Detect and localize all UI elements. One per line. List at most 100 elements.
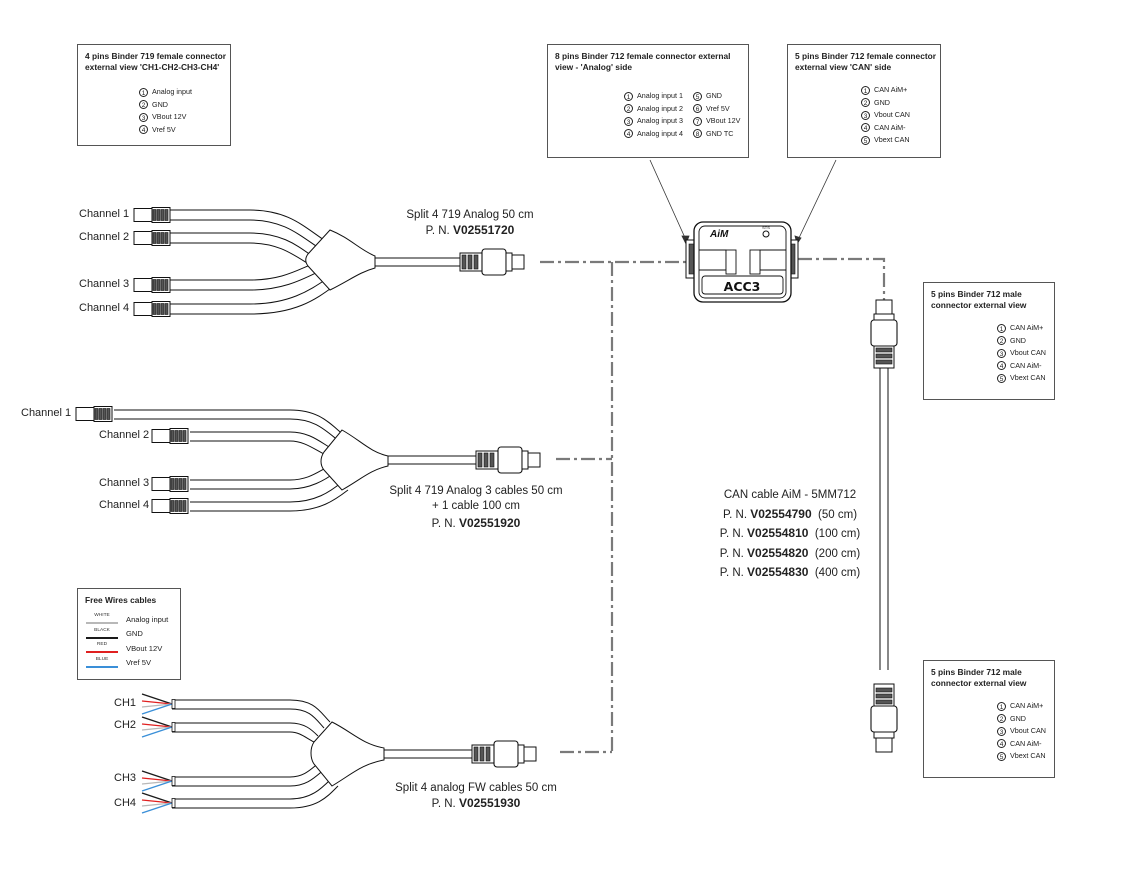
callout-binder719-female: 4 pins Binder 719 female connector exter… [77, 44, 231, 146]
caption-split-analog-3plus1: Split 4 719 Analog 3 cables 50 cm + 1 ca… [376, 484, 576, 532]
label-ch3: CH3 [114, 772, 137, 784]
pin-label: Vbext CAN [874, 135, 910, 144]
plug-split-analog [459, 248, 525, 276]
wire-color-line [86, 636, 118, 639]
part-number-line: P. N. V02551720 [425, 223, 515, 237]
pin-number: 5 [997, 751, 1006, 761]
pin-label: Analog input 2 [637, 103, 683, 113]
label-channel-4b: Channel 4 [99, 499, 150, 511]
pin-number: 4 [997, 739, 1006, 749]
part-number: V02554830 [747, 565, 809, 579]
can-variant: P. N. V02554820 (200 cm) [700, 544, 880, 564]
part-number: V02551930 [458, 796, 521, 810]
acc3-brand-logo: AiM [709, 229, 729, 240]
pin-number: 2 [997, 714, 1006, 724]
label-channel-3: Channel 3 [79, 278, 130, 290]
cable-name: CAN cable AiM - 5MM712 [723, 489, 857, 501]
can-variant: P. N. V02554830 (400 cm) [700, 563, 880, 583]
wire-function-label: GND [126, 629, 143, 638]
wire-sleeve [171, 776, 176, 786]
wire-color-swatch: RED [86, 642, 118, 654]
label-channel-3b: Channel 3 [99, 477, 150, 489]
callout-binder712-5pin-male-bottom: 5 pins Binder 712 male connector externa… [923, 660, 1055, 778]
free-wire [141, 723, 173, 728]
pin-row: 3 Vbout CAN [861, 109, 910, 122]
part-number: V02551920 [458, 516, 521, 530]
label-channel-2: Channel 2 [79, 231, 130, 243]
pin-number: 3 [624, 116, 633, 126]
pin-label: Vbout CAN [874, 110, 910, 119]
callout-title: 5 pins Binder 712 male connector externa… [931, 667, 1027, 688]
pin-number: 3 [861, 110, 870, 120]
wire-function-label: Analog input [126, 614, 169, 624]
legend-item: WHITE Analog input [86, 613, 168, 625]
pn-prefix: P. N. [719, 567, 748, 579]
free-wire [141, 726, 173, 731]
pin-number: 5 [997, 373, 1006, 383]
pin-number: 3 [997, 726, 1006, 736]
acc3-led-label: STS [762, 225, 770, 230]
cable-name-line1: Split 4 719 Analog 3 cables 50 cm [389, 485, 563, 497]
wire-color-name: WHITE [94, 613, 110, 618]
link-acc3-to-can [798, 257, 886, 300]
free-wire [141, 792, 173, 804]
free-wire [141, 799, 173, 804]
free-wire [141, 703, 173, 715]
wire-sleeve [171, 798, 176, 808]
pin-number: 5 [693, 91, 702, 101]
cable-name: Split 4 719 Analog 50 cm [406, 209, 534, 221]
pin-label: CAN AiM+ [1010, 701, 1044, 710]
callout-title: 5 pins Binder 712 female connector exter… [795, 51, 937, 72]
pin-number: 2 [861, 98, 870, 108]
free-wire-ends [141, 693, 176, 814]
caption-split-analog: Split 4 719 Analog 50 cm P. N. V02551720 [380, 208, 560, 239]
can-variant: P. N. V02554810 (100 cm) [700, 524, 880, 544]
pin-number: 4 [997, 361, 1006, 371]
callout-binder712-5pin-female: 5 pins Binder 712 female connector exter… [787, 44, 941, 158]
plug-split-fw [471, 740, 537, 768]
pin-row: 5 GND [693, 90, 740, 103]
pn-prefix: P. N. [719, 528, 748, 540]
connector-channel-1 [133, 207, 171, 223]
callout-title: 5 pins Binder 712 male connector externa… [931, 289, 1027, 310]
free-wire [141, 700, 173, 705]
pin-label: CAN AiM+ [874, 85, 908, 94]
pin-number: 1 [997, 323, 1006, 333]
can-variant: P. N. V02554790 (50 cm) [700, 505, 880, 525]
pin-row: 1 CAN AiM+ [997, 322, 1046, 335]
pin-label: Analog input 1 [637, 91, 683, 100]
pin-label: GND [706, 91, 722, 100]
caption-can-cable: CAN cable AiM - 5MM712 P. N. V02554790 (… [700, 486, 880, 583]
acc3-device: AiM STS ACC3 [685, 221, 799, 303]
pin-label: CAN AiM+ [1010, 323, 1044, 332]
pin-number: 4 [624, 129, 633, 139]
part-number: V02554810 [747, 526, 809, 540]
callout-binder712-5pin-male-top: 5 pins Binder 712 male connector externa… [923, 282, 1055, 400]
pin-number: 1 [997, 701, 1006, 711]
pn-prefix: P. N. [719, 547, 748, 560]
can-plug-bottom [870, 683, 898, 753]
part-number-line: P. N. V02551920 [431, 516, 521, 530]
pin-label: VBout 12V [152, 112, 187, 121]
pin-label: Analog input 3 [637, 116, 683, 125]
connector-channel-2 [133, 230, 171, 246]
pin-number: 2 [997, 336, 1006, 346]
pin-number: 5 [861, 135, 870, 145]
pin-label: GND TC [706, 128, 734, 138]
can-variant-list: P. N. V02554790 (50 cm)P. N. V02554810 (… [700, 505, 880, 583]
acc3-name: ACC3 [724, 279, 761, 294]
free-wire [141, 802, 173, 814]
